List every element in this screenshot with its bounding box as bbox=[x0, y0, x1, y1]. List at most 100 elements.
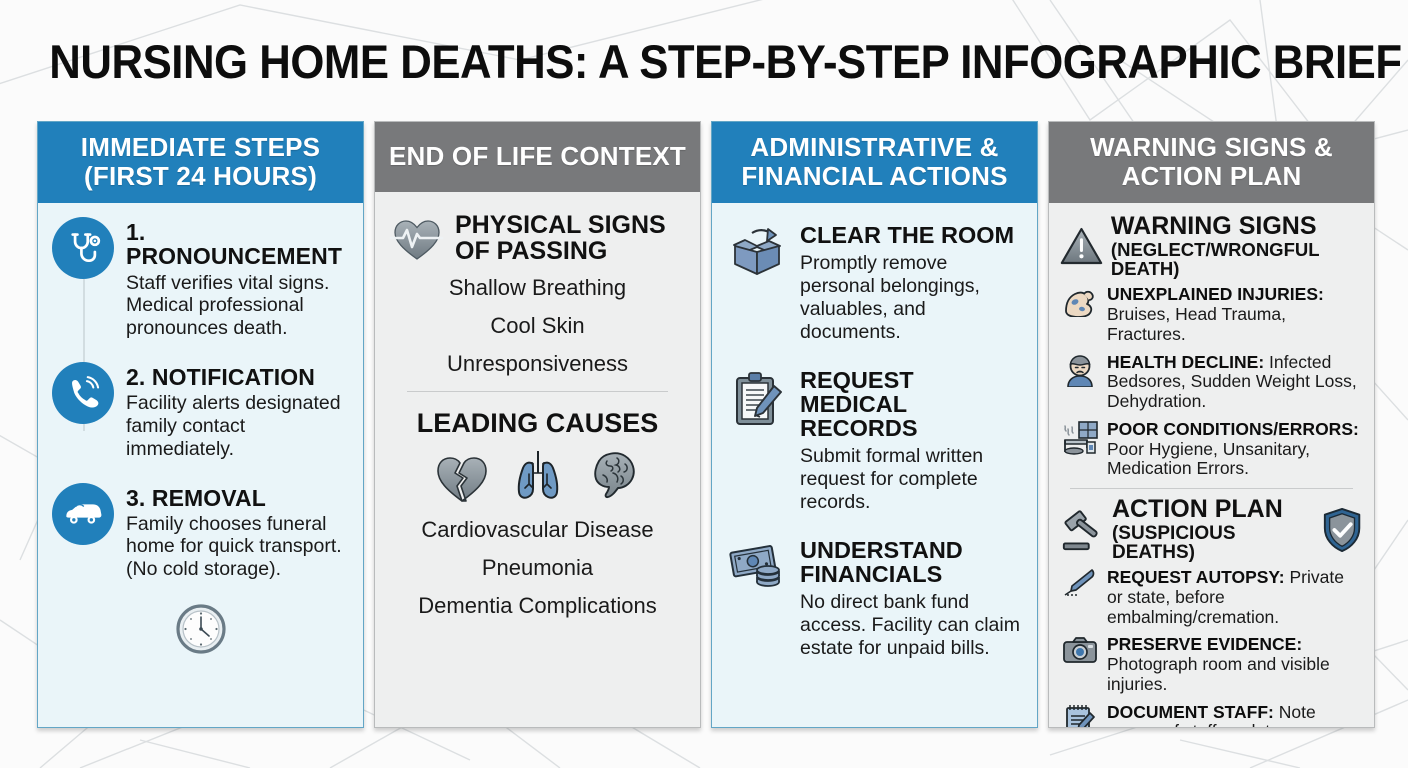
leading-causes-list: Cardiovascular Disease Pneumonia Dementi… bbox=[389, 516, 686, 618]
title-line2: (SUSPICIOUS DEATHS) bbox=[1111, 523, 1236, 564]
page-title: NURSING HOME DEATHS: A STEP-BY-STEP INFO… bbox=[49, 35, 1402, 88]
clipboard-pencil-icon bbox=[726, 368, 788, 428]
title-line2: (NEGLECT/WRONGFUL DEATH) bbox=[1110, 239, 1320, 279]
stethoscope-icon bbox=[52, 217, 114, 280]
action-plan-title: ACTION PLAN (SUSPICIOUS DEATHS) bbox=[1111, 495, 1315, 564]
columns-container: IMMEDIATE STEPS (FIRST 24 HOURS) bbox=[37, 121, 1375, 728]
list-item: Cool Skin bbox=[490, 312, 585, 338]
card-header-line2: ACTION PLAN bbox=[1121, 161, 1302, 192]
step-heading: 2. NOTIFICATION bbox=[126, 363, 315, 390]
card-header-line1: WARNING SIGNS & bbox=[1090, 132, 1333, 162]
action-item-clear-the-room: CLEAR THE ROOM Promptly remove personal … bbox=[726, 223, 1023, 343]
card-header-end-of-life: END OF LIFE CONTEXT bbox=[375, 122, 700, 193]
action-item-request-medical-records: REQUEST MEDICAL RECORDS Submit formal wr… bbox=[726, 368, 1023, 514]
list-item: Dementia Complications bbox=[418, 592, 657, 618]
scalpel-icon bbox=[1060, 567, 1100, 598]
card-header-administrative: ADMINISTRATIVE & FINANCIAL ACTIONS bbox=[712, 122, 1037, 204]
flexed-arm-bruise-icon bbox=[1060, 284, 1100, 318]
action-heading: REQUEST MEDICAL RECORDS bbox=[800, 366, 918, 442]
warning-signs-heading-row: WARNING SIGNS (NEGLECT/WRONGFUL DEATH) bbox=[1060, 214, 1363, 278]
row-label: DOCUMENT STAFF: bbox=[1107, 701, 1274, 722]
phone-ringing-icon bbox=[52, 361, 114, 424]
action-row-text: DOCUMENT STAFF: Note names of staff on d… bbox=[1107, 701, 1363, 727]
action-row-request-autopsy: REQUEST AUTOPSY: Private or state, befor… bbox=[1060, 567, 1363, 627]
step-body: Family chooses funeral home for quick tr… bbox=[126, 512, 342, 581]
section-divider bbox=[407, 390, 668, 392]
action-heading: CLEAR THE ROOM bbox=[800, 222, 1015, 249]
clock-icon-wrapper bbox=[52, 603, 349, 660]
physical-signs-heading-row: PHYSICAL SIGNS OF PASSING bbox=[389, 212, 686, 265]
row-label: REQUEST AUTOPSY: bbox=[1107, 567, 1285, 588]
hearse-vehicle-icon bbox=[52, 482, 114, 545]
warning-triangle-icon bbox=[1060, 228, 1103, 265]
brain-icon bbox=[593, 451, 635, 498]
card-header-immediate-steps: IMMEDIATE STEPS (FIRST 24 HOURS) bbox=[38, 122, 363, 204]
notepad-pencil-icon bbox=[1060, 702, 1100, 727]
card-end-of-life-context: END OF LIFE CONTEXT PHYSICAL SIGN bbox=[374, 121, 701, 728]
row-label: PRESERVE EVIDENCE: bbox=[1107, 634, 1303, 655]
card-header-line2: FINANCIAL ACTIONS bbox=[741, 161, 1008, 192]
steps-list: 1. PRONOUNCEMENT Staff verifies vital si… bbox=[52, 217, 349, 581]
clock-icon bbox=[175, 604, 226, 654]
heading-line2: OF PASSING bbox=[455, 237, 608, 266]
card-administrative-financial: ADMINISTRATIVE & FINANCIAL ACTIONS bbox=[711, 121, 1038, 728]
step-body: Facility alerts designated family contac… bbox=[126, 392, 341, 460]
row-text: Photograph room and visible injuries. bbox=[1107, 654, 1330, 694]
row-text: Poor Hygiene, Unsanitary, Medication Err… bbox=[1107, 438, 1310, 479]
camera-icon bbox=[1060, 634, 1100, 665]
action-body: No direct bank fund access. Facility can… bbox=[800, 591, 1020, 659]
title-line1: ACTION PLAN bbox=[1111, 495, 1283, 524]
step-item-notification: 2. NOTIFICATION Facility alerts designat… bbox=[52, 361, 349, 461]
leading-causes-icons bbox=[389, 447, 686, 505]
row-label: POOR CONDITIONS/ERRORS: bbox=[1107, 418, 1359, 439]
row-label: HEALTH DECLINE: bbox=[1107, 351, 1265, 372]
card-header-line1: ADMINISTRATIVE & bbox=[750, 132, 999, 162]
gavel-icon bbox=[1062, 509, 1098, 550]
shield-check-icon bbox=[1323, 507, 1361, 552]
list-item: Unresponsiveness bbox=[447, 350, 628, 376]
action-item-understand-financials: UNDERSTAND FINANCIALS No direct bank fun… bbox=[726, 538, 1023, 660]
lungs-icon bbox=[517, 450, 558, 499]
list-item: Shallow Breathing bbox=[448, 274, 627, 300]
action-body: Submit formal written request for comple… bbox=[800, 445, 984, 513]
money-coins-icon bbox=[726, 538, 788, 588]
heading-line1: PHYSICAL SIGNS bbox=[455, 211, 666, 240]
step-item-pronouncement: 1. PRONOUNCEMENT Staff verifies vital si… bbox=[52, 217, 349, 340]
warning-row-health-decline: HEALTH DECLINE: Infected Bedsores, Sudde… bbox=[1060, 352, 1363, 412]
action-plan-heading-row: ACTION PLAN (SUSPICIOUS DEATHS) bbox=[1060, 497, 1363, 562]
action-row-preserve-evidence: PRESERVE EVIDENCE: Photograph room and v… bbox=[1060, 634, 1363, 694]
action-row-text: REQUEST AUTOPSY: Private or state, befor… bbox=[1107, 567, 1363, 627]
warning-row-text: HEALTH DECLINE: Infected Bedsores, Sudde… bbox=[1107, 352, 1363, 412]
card-header-warning-signs: WARNING SIGNS & ACTION PLAN bbox=[1049, 122, 1374, 204]
step-heading: 1. PRONOUNCEMENT bbox=[126, 219, 342, 270]
heart-pulse-icon bbox=[389, 220, 444, 261]
step-heading: 3. REMOVAL bbox=[126, 484, 266, 511]
card-warning-signs-action-plan: WARNING SIGNS & ACTION PLAN WARNING SIGN… bbox=[1048, 121, 1375, 728]
action-body: Promptly remove personal belongings, val… bbox=[800, 252, 980, 343]
unsanitary-room-icon bbox=[1060, 419, 1100, 456]
open-box-arrow-icon bbox=[726, 223, 788, 277]
list-item: Pneumonia bbox=[481, 554, 594, 580]
step-item-removal: 3. REMOVAL Family chooses funeral home f… bbox=[52, 482, 349, 582]
card-immediate-steps: IMMEDIATE STEPS (FIRST 24 HOURS) bbox=[37, 121, 364, 728]
action-heading: UNDERSTAND FINANCIALS bbox=[800, 536, 963, 587]
action-row-document-staff: DOCUMENT STAFF: Note names of staff on d… bbox=[1060, 701, 1363, 727]
row-label: UNEXPLAINED INJURIES: bbox=[1107, 284, 1324, 305]
title-line1: WARNING SIGNS bbox=[1110, 212, 1317, 241]
warning-row-text: POOR CONDITIONS/ERRORS: Poor Hygiene, Un… bbox=[1107, 419, 1363, 479]
broken-heart-icon bbox=[436, 456, 487, 502]
list-item: Cardiovascular Disease bbox=[421, 516, 654, 542]
action-row-text: PRESERVE EVIDENCE: Photograph room and v… bbox=[1107, 634, 1363, 694]
row-text: Private or state, before embalming/crema… bbox=[1107, 567, 1344, 627]
step-body: Staff verifies vital signs. Medical prof… bbox=[126, 271, 330, 340]
physical-signs-list: Shallow Breathing Cool Skin Unresponsive… bbox=[389, 274, 686, 376]
physical-signs-heading: PHYSICAL SIGNS OF PASSING bbox=[455, 212, 666, 265]
sick-patient-icon bbox=[1060, 352, 1100, 387]
step-connector-line bbox=[83, 279, 85, 432]
leading-causes-heading: LEADING CAUSES bbox=[416, 407, 659, 438]
card-header-line1: IMMEDIATE STEPS bbox=[80, 132, 321, 162]
section-divider bbox=[1070, 488, 1353, 490]
card-header-line2: (FIRST 24 HOURS) bbox=[84, 161, 317, 192]
warning-signs-title: WARNING SIGNS (NEGLECT/WRONGFUL DEATH) bbox=[1111, 214, 1363, 278]
card-header-line1: END OF LIFE CONTEXT bbox=[388, 141, 687, 171]
